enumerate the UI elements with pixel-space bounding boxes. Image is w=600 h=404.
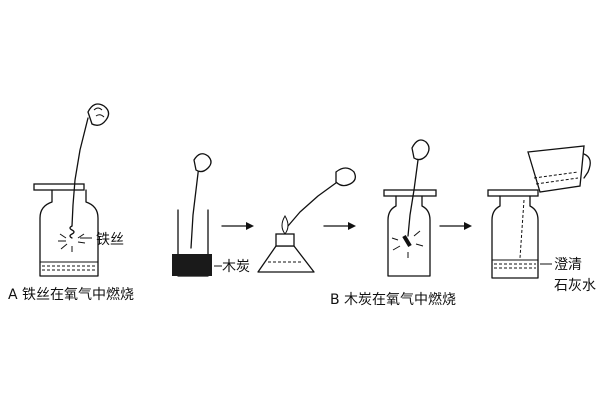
hand-b3-icon [411, 139, 430, 161]
bottle-a-lid [33, 183, 85, 191]
iron-wire-coil [69, 225, 75, 239]
charcoal-pieces [172, 254, 212, 276]
label-iron-wire: 铁丝 [96, 232, 124, 248]
bottle-c [487, 189, 552, 279]
bottle-a-body [39, 189, 99, 277]
beaker-body [527, 145, 585, 193]
label-limewater-2: 石灰水 [554, 278, 596, 294]
hand-with-tongs-icon [87, 103, 110, 126]
lamp-flame [281, 215, 289, 235]
tongs-b2 [287, 167, 356, 227]
hand-b2-icon [335, 167, 356, 187]
arrow-right-icon [221, 222, 254, 230]
caption-b: B 木炭在氧气中燃烧 [330, 291, 456, 308]
arrow-right-icon-2 [323, 222, 356, 230]
bottle-c-lid [487, 189, 539, 197]
tongs-b1 [190, 153, 222, 267]
tongs-b3 [391, 139, 430, 258]
pouring-stream [519, 199, 525, 259]
bottle-b-body [387, 195, 431, 277]
iron-wire [58, 117, 92, 252]
bottle-a [33, 183, 99, 277]
alcohol-lamp [257, 215, 315, 273]
label-charcoal: 木炭 [222, 259, 250, 275]
bottle-c-body [491, 195, 539, 279]
beaker-icon [527, 145, 591, 193]
label-limewater-1: 澄清 [554, 257, 582, 273]
alcohol-lamp-neck [275, 233, 295, 247]
sparks-b [391, 230, 424, 258]
hand-b1-icon [193, 153, 212, 173]
bottle-b-lid [383, 189, 437, 197]
bottle-b [383, 189, 437, 277]
arrow-right-icon-3 [439, 222, 472, 230]
charcoal-container [172, 209, 212, 277]
alcohol-lamp-body [257, 245, 315, 273]
sparks-a [58, 233, 86, 252]
caption-a: A 铁丝在氧气中燃烧 [8, 286, 134, 303]
beaker-handle [583, 153, 591, 179]
